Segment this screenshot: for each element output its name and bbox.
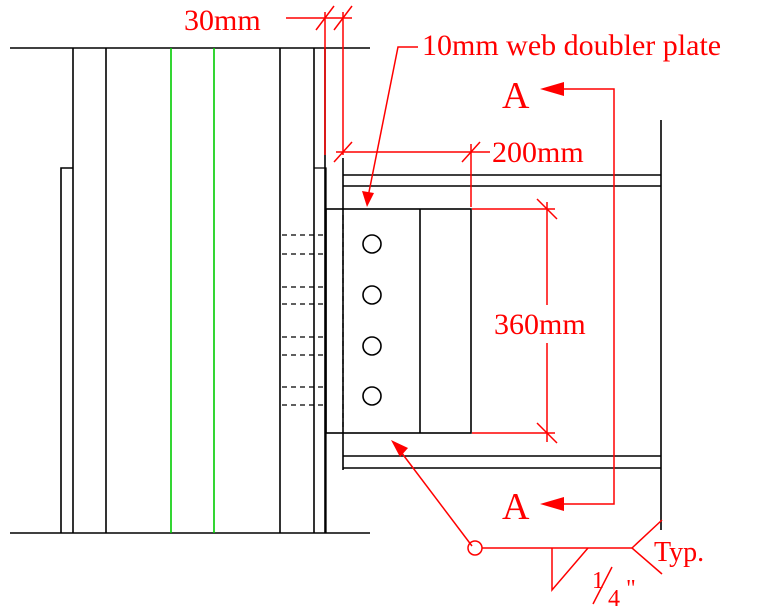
weld-all-around-icon [467, 540, 483, 556]
weld-typ-label: Typ. [654, 537, 704, 568]
weld-tail-lower [631, 547, 663, 575]
fillet-weld-icon [551, 547, 589, 593]
bolt-hole [362, 234, 382, 254]
web-doubler-callout: 10mm web doubler plate [362, 29, 721, 207]
dim-360-label: 360mm [494, 308, 586, 341]
beam [342, 120, 662, 530]
weld-arrowhead [391, 440, 408, 457]
dimension-360mm: 360mm [472, 198, 586, 444]
bolt-hole [362, 336, 382, 356]
weld-symbol: Typ. 1 4 " [391, 440, 704, 612]
dimension-200mm: 200mm [333, 136, 584, 207]
dim-200-label: 200mm [492, 136, 584, 169]
section-line [562, 88, 615, 505]
web-doubler-leader [367, 46, 418, 198]
dim-200-tick-left [333, 141, 353, 163]
bolt-hole [362, 386, 382, 406]
web-doubler-arrowhead [362, 191, 374, 207]
dim-360-tick-bottom [536, 422, 558, 444]
weld-size-denominator: 4 [608, 586, 620, 612]
section-arrowhead-bottom [540, 497, 564, 511]
section-label-bottom: A [502, 486, 530, 528]
section-arrowhead-top [540, 82, 564, 96]
dimension-30mm: 30mm [184, 4, 353, 155]
dim-30-label: 30mm [184, 4, 261, 37]
web-doubler-plate-assembly [282, 208, 472, 434]
weld-arrow-leader [397, 447, 473, 547]
section-cut-a-a: A A [502, 75, 615, 528]
weld-size-fraction-bar [592, 566, 613, 605]
weld-size-numerator: 1 [592, 568, 604, 594]
dim-360-tick-top [536, 198, 558, 220]
bolt-hole [362, 285, 382, 305]
column-left-plate [60, 167, 73, 533]
dim-30-tick-left [315, 5, 335, 31]
weld-size-unit: " [626, 576, 636, 602]
weld-tail-upper [631, 519, 663, 549]
dim-30-tick-right [333, 5, 353, 31]
column [10, 47, 370, 534]
web-doubler-label: 10mm web doubler plate [422, 29, 721, 62]
web-doubler-plate [325, 208, 472, 434]
section-label-top: A [502, 75, 530, 117]
